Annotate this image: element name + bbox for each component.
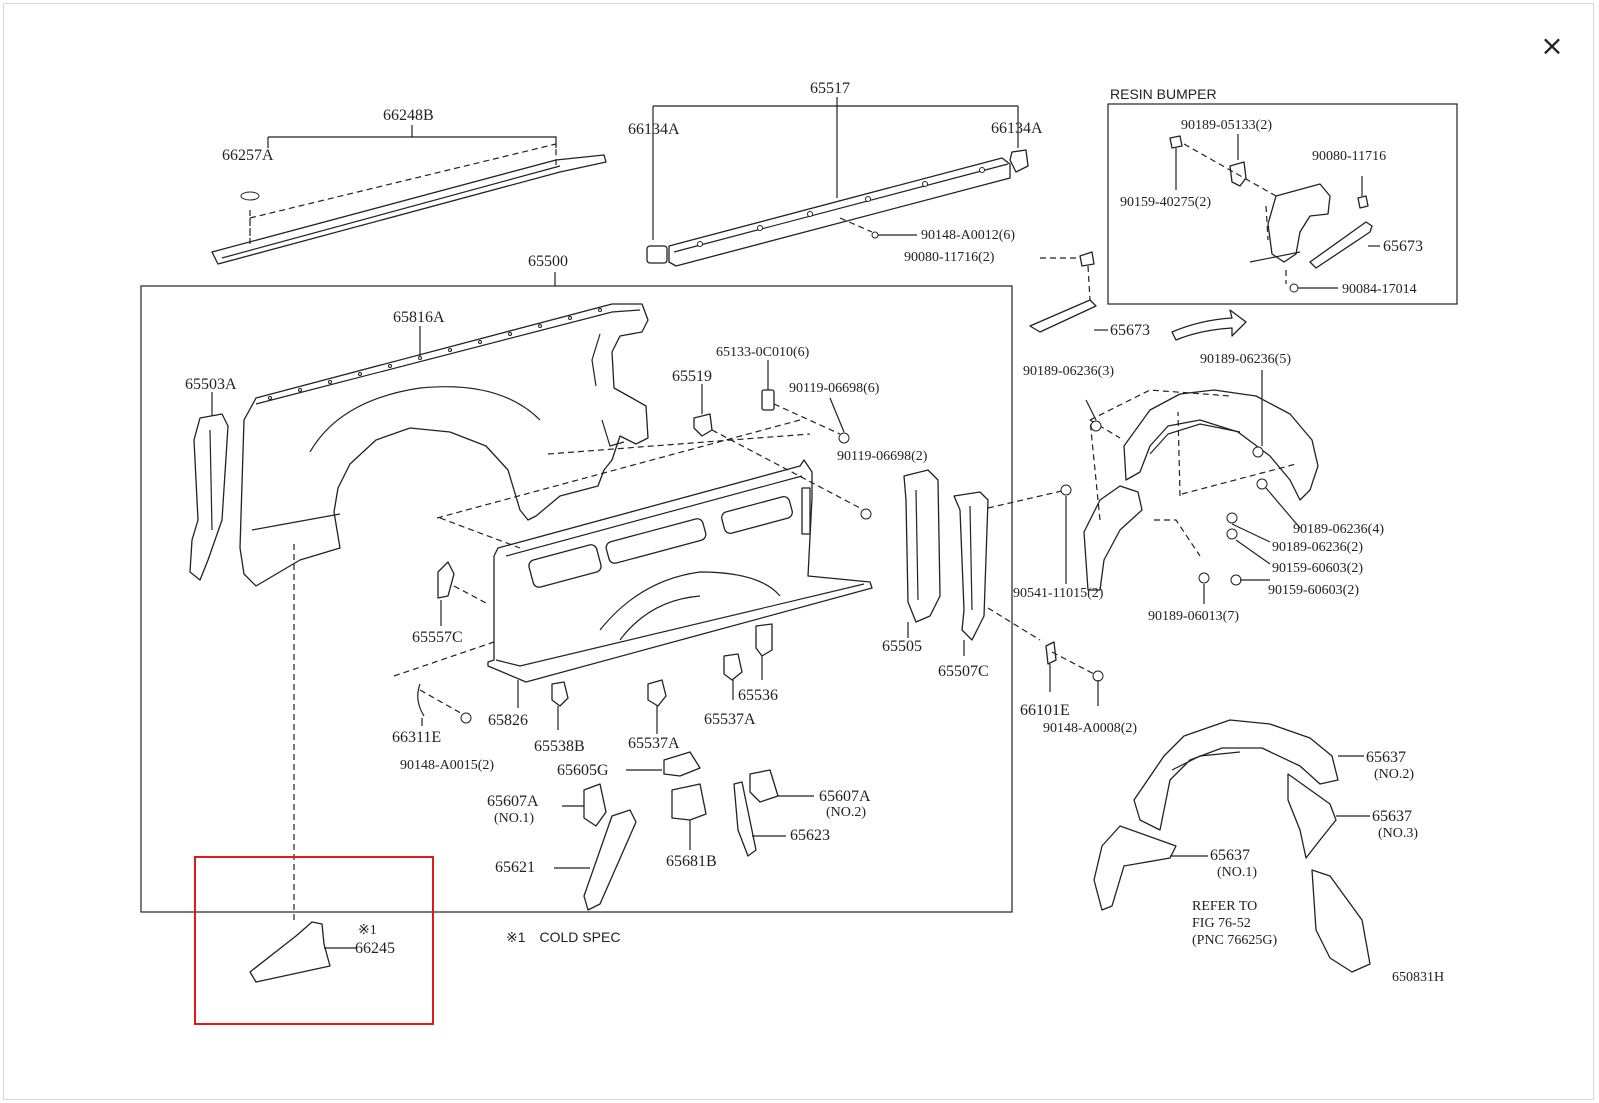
label-90119-06698-2: 90119-06698(2) <box>837 449 928 464</box>
label-90148-A0008: 90148-A0008(2) <box>1043 721 1137 736</box>
label-90159-60603-a: 90159-60603(2) <box>1272 561 1363 576</box>
bracket-65673 <box>1029 251 1108 333</box>
label-90189-06236-3: 90189-06236(3) <box>1023 364 1114 379</box>
label-65536: 65536 <box>738 687 778 704</box>
label-65537A-a: 65537A <box>628 735 680 752</box>
label-65537A-b: 65537A <box>704 711 756 728</box>
label-65826: 65826 <box>488 712 528 729</box>
label-no2-65637: (NO.2) <box>1374 767 1414 782</box>
part-66245 <box>249 921 356 983</box>
lower-brackets <box>554 769 814 911</box>
label-no1-left: (NO.1) <box>494 811 534 826</box>
pillar-65505 <box>903 469 1067 656</box>
label-90080-11716-2: 90080-11716(2) <box>904 250 995 265</box>
label-65503A: 65503A <box>185 376 237 393</box>
small-brackets-row <box>551 623 773 777</box>
label-65517: 65517 <box>810 80 850 97</box>
front-panel-65826 <box>436 419 873 708</box>
pillar-65503A <box>189 392 229 581</box>
label-90189-06013: 90189-06013(7) <box>1148 609 1239 624</box>
label-90148-A0012: 90148-A0012(6) <box>921 228 1015 243</box>
label-refer-pnc: (PNC 76625G) <box>1192 933 1278 948</box>
label-65605G: 65605G <box>557 762 609 779</box>
label-65816A: 65816A <box>393 309 445 326</box>
sill-65517 <box>646 97 1029 267</box>
label-66134A-right: 66134A <box>991 120 1043 137</box>
label-65637-no2: 65637 <box>1366 749 1406 766</box>
label-90159-40275: 90159-40275(2) <box>1120 195 1211 210</box>
label-90084-17014: 90084-17014 <box>1342 282 1417 297</box>
label-65557C: 65557C <box>412 629 463 646</box>
cold-spec-note: ※1 COLD SPEC <box>506 929 620 945</box>
label-90189-06236-4: 90189-06236(4) <box>1293 522 1384 537</box>
label-65538B: 65538B <box>534 738 585 755</box>
resin-bumper-parts <box>1169 134 1380 293</box>
label-90189-05133: 90189-05133(2) <box>1181 118 1272 133</box>
label-90148-A0015: 90148-A0015(2) <box>400 758 494 773</box>
label-mark1: ※1 <box>358 923 377 938</box>
arrow-to-inset <box>1171 309 1247 341</box>
label-90119-06698-6: 90119-06698(6) <box>789 381 880 396</box>
viewer-frame <box>3 3 1594 1100</box>
label-65133-0C010: 65133-0C010(6) <box>716 345 810 360</box>
resin-bumper-title: RESIN BUMPER <box>1110 86 1217 102</box>
label-90541-11015: 90541-11015(2) <box>1013 586 1104 601</box>
label-66311E: 66311E <box>392 729 441 746</box>
label-65505: 65505 <box>882 638 922 655</box>
liners-65637 <box>1093 719 1371 973</box>
label-65607A-right: 65607A <box>819 788 871 805</box>
label-90159-60603-b: 90159-60603(2) <box>1268 583 1359 598</box>
bracket-65557C <box>393 561 495 726</box>
label-66257A: 66257A <box>222 147 274 164</box>
label-66101E: 66101E <box>1020 702 1070 719</box>
liner-upper-right <box>1045 370 1319 706</box>
close-button[interactable]: × <box>1540 29 1564 62</box>
side-panel-65816A <box>239 303 649 587</box>
label-90080-11716: 90080-11716 <box>1312 149 1386 164</box>
label-65621: 65621 <box>495 859 535 876</box>
resin-bumper-box <box>1107 103 1458 305</box>
label-65623: 65623 <box>790 827 830 844</box>
label-no2-right: (NO.2) <box>826 805 866 820</box>
label-65673-inset: 65673 <box>1383 238 1423 255</box>
label-66245: 66245 <box>355 940 395 957</box>
assembly-box-65500 <box>140 285 1013 913</box>
label-65500: 65500 <box>528 253 568 270</box>
label-66134A-left: 66134A <box>628 121 680 138</box>
label-65519: 65519 <box>672 368 712 385</box>
label-65681B: 65681B <box>666 853 717 870</box>
label-refer-fig: FIG 76-52 <box>1192 916 1251 931</box>
label-65637-no3: 65637 <box>1372 808 1412 825</box>
label-no1-65637: (NO.1) <box>1217 865 1257 880</box>
label-no3-65637: (NO.3) <box>1378 826 1418 841</box>
figure-code: 650831H <box>1392 970 1444 985</box>
label-65673: 65673 <box>1110 322 1150 339</box>
label-65507C: 65507C <box>938 663 989 680</box>
label-65637-no1: 65637 <box>1210 847 1250 864</box>
label-65607A-left: 65607A <box>487 793 539 810</box>
label-90189-06236-5: 90189-06236(5) <box>1200 352 1291 367</box>
label-90189-06236-2: 90189-06236(2) <box>1272 540 1363 555</box>
highlight-box[interactable] <box>194 856 434 1025</box>
label-refer-to: REFER TO <box>1192 899 1257 914</box>
rail-66248B <box>211 125 607 265</box>
clips-65519 <box>693 360 872 520</box>
label-66248B: 66248B <box>383 107 434 124</box>
